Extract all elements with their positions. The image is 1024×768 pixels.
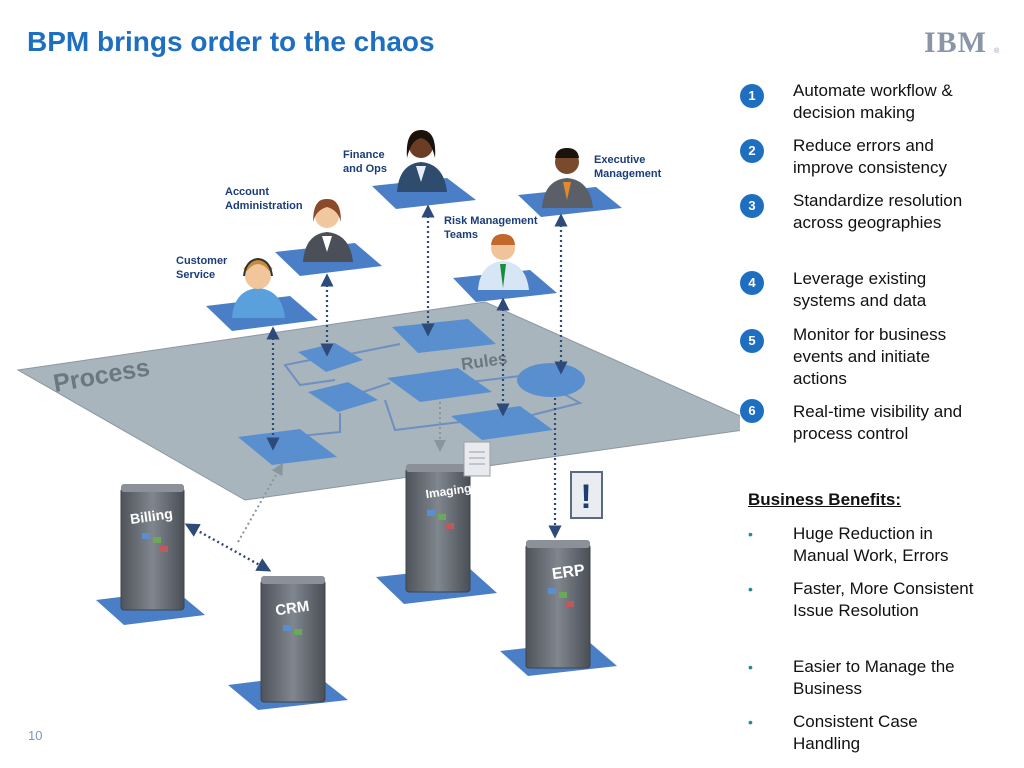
page-number: 10 [28, 728, 43, 743]
ibm-logo: IBM [924, 26, 987, 59]
server-billing: Billing [120, 484, 185, 611]
benefit-text: Consistent Case Handling [793, 712, 918, 753]
task-box [392, 319, 496, 353]
step-number-badge: 2 [740, 139, 764, 163]
svg-text:Imaging: Imaging [425, 481, 473, 501]
role-label-account-administration: Account Administration [225, 186, 303, 212]
role-label-customer-service: Customer Service [176, 255, 228, 281]
person-executive-management-icon [542, 148, 593, 208]
role-connectors [266, 204, 568, 451]
step-text: Reduce errors and improve consistency [793, 136, 948, 177]
step-text: Leverage existing systems and data [793, 269, 927, 310]
decision-diamond [308, 382, 378, 412]
step-text: Automate workflow & decision making [793, 81, 953, 122]
benefit-text: Easier to Manage the Business [793, 657, 955, 698]
bullet-icon: • [748, 526, 753, 542]
person-customer-service-icon [232, 257, 285, 318]
decision-diamond [298, 343, 363, 372]
step-number-badge: 6 [740, 399, 764, 423]
slide-title: BPM brings order to the chaos [27, 26, 435, 57]
role-label-executive-management: Executive Management [594, 154, 662, 180]
benefit-text: Huge Reduction in Manual Work, Errors [793, 524, 949, 565]
bullet-icon: • [748, 659, 753, 675]
task-box [451, 406, 553, 440]
document-icon [463, 441, 491, 477]
bullet-icon: • [748, 581, 753, 597]
rules-event-ellipse [517, 363, 585, 397]
business-benefits-heading: Business Benefits: [748, 490, 902, 509]
server-erp: ERP [525, 540, 591, 669]
person-risk-management-icon [478, 234, 529, 290]
step-number-badge: 3 [740, 194, 764, 218]
svg-text:!: ! [580, 478, 591, 516]
bullet-icon: • [748, 714, 753, 730]
svg-text:CRM: CRM [274, 598, 310, 620]
system-connectors [184, 398, 562, 572]
server-imaging: Imaging [405, 464, 473, 593]
server-crm: CRM [260, 576, 326, 703]
step-number-badge: 1 [740, 84, 764, 108]
svg-text:Billing: Billing [129, 505, 174, 527]
step-number-badge: 4 [740, 271, 764, 295]
task-box [387, 368, 492, 402]
registered-mark: ® [994, 48, 1000, 55]
bpm-diagram: Process Rules [16, 130, 740, 710]
step-text: Standardize resolution across geographie… [793, 191, 963, 232]
person-finance-ops-icon [397, 130, 447, 192]
process-platform [16, 301, 740, 501]
step-text: Monitor for business events and initiate… [793, 325, 947, 388]
role-label-risk-management: Risk Management Teams [444, 215, 538, 241]
benefit-text: Faster, More Consistent Issue Resolution [793, 579, 974, 620]
task-box [238, 429, 337, 465]
person-account-admin-icon [303, 198, 353, 262]
step-text: Real-time visibility and process control [793, 402, 963, 443]
step-number-badge: 5 [740, 329, 764, 353]
svg-text:ERP: ERP [551, 562, 586, 583]
role-label-finance-ops: Finance and Ops [343, 149, 388, 175]
alert-icon: ! [570, 471, 603, 519]
